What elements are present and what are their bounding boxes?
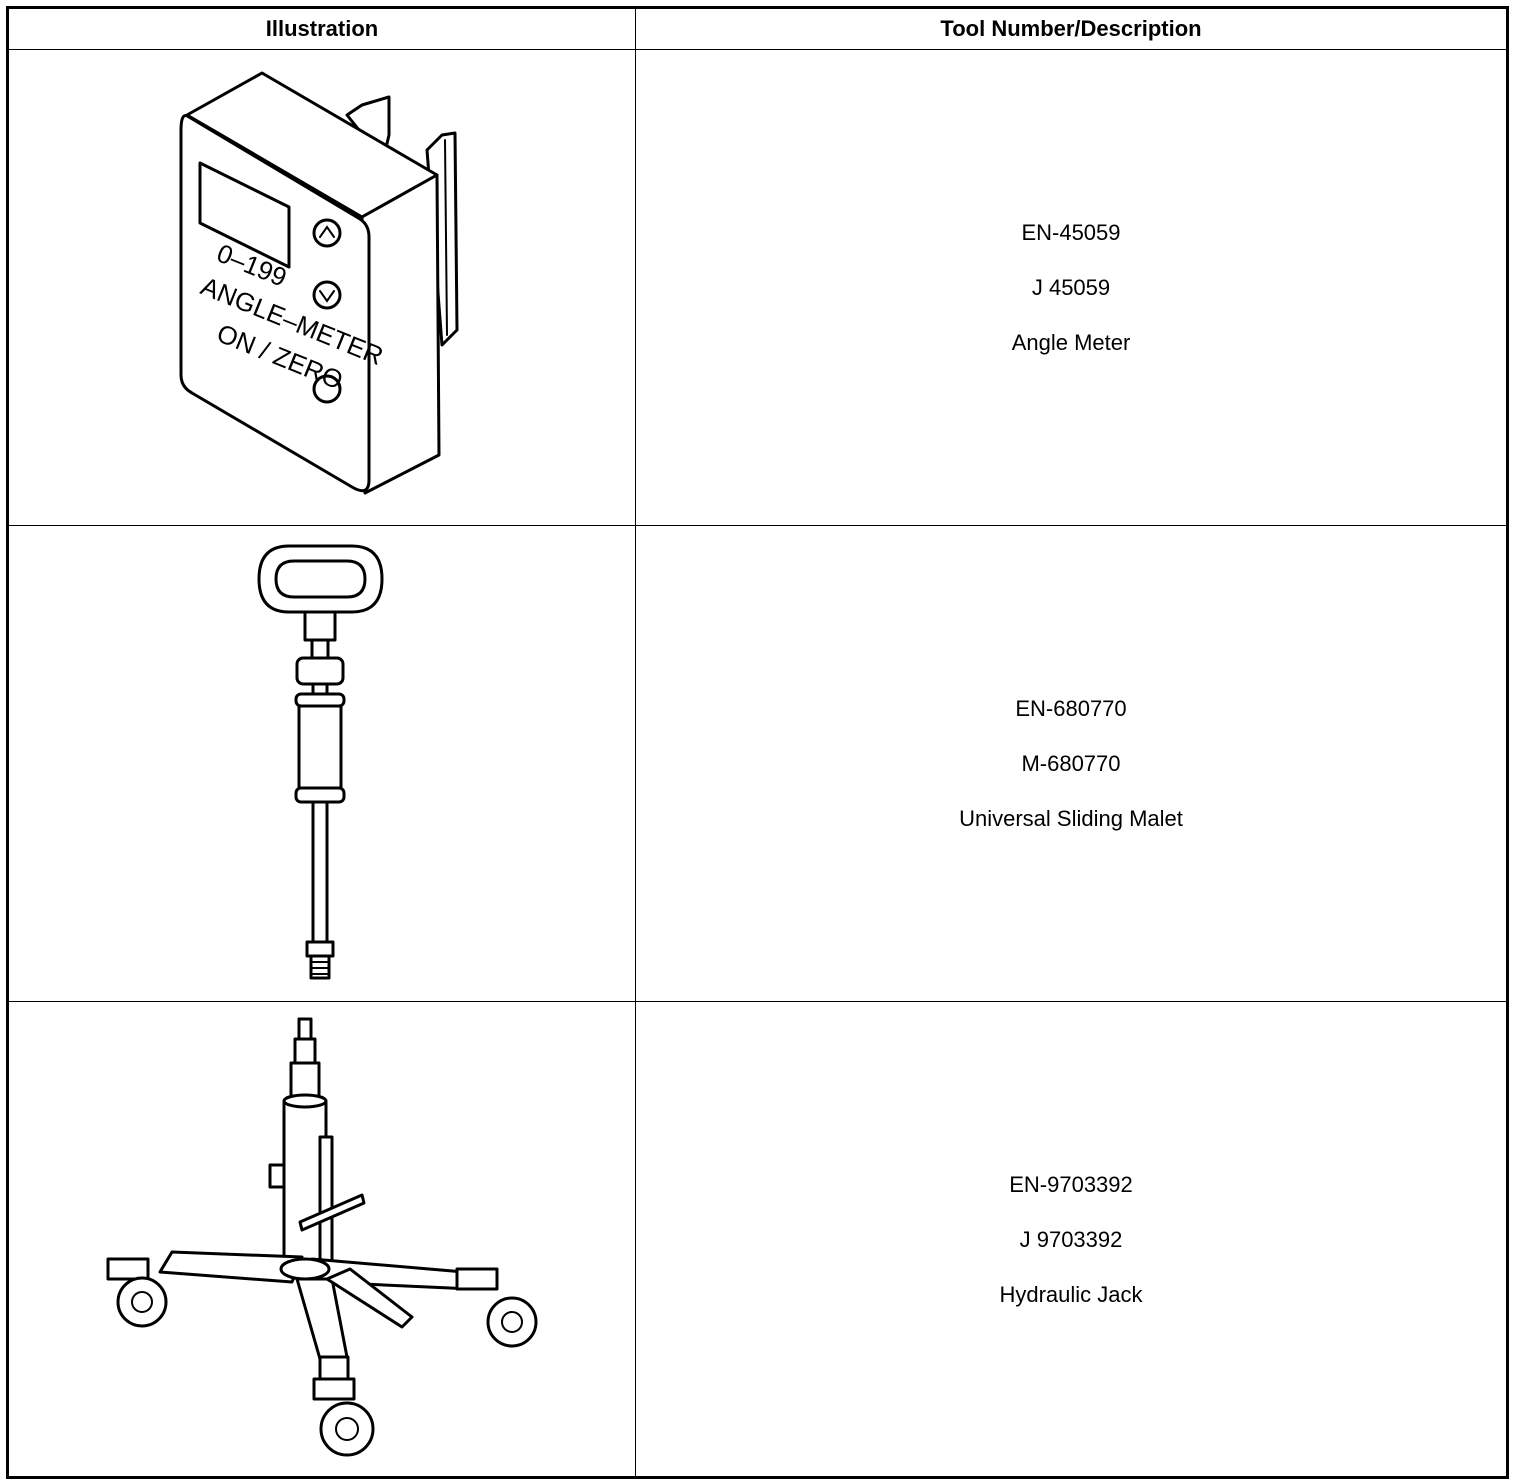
illustration-cell: [7, 1001, 636, 1478]
tool-number-en: EN-9703392: [1009, 1171, 1133, 1197]
tool-number-en: EN-680770: [1015, 696, 1127, 721]
table-row: EN-680770 M-680770 Universal Sliding Mal…: [7, 525, 1508, 1002]
header-illustration: Illustration: [7, 7, 636, 50]
description-cell: EN-45059 J 45059 Angle Meter: [635, 49, 1508, 526]
tool-description: Angle Meter: [1011, 330, 1131, 355]
illustration-cell: [7, 525, 636, 1002]
description-cell: EN-680770 M-680770 Universal Sliding Mal…: [635, 525, 1508, 1002]
tool-number-en: EN-45059: [1021, 220, 1121, 245]
sliding-mallet-illustration: [257, 544, 384, 980]
description-cell: EN-9703392 J 9703392 Hydraulic Jack: [635, 1001, 1508, 1478]
tool-description: Hydraulic Jack: [999, 1281, 1143, 1307]
header-row: Illustration Tool Number/Description: [7, 7, 1508, 50]
tool-description: Universal Sliding Malet: [959, 806, 1183, 831]
tool-number-alt: J 9703392: [1019, 1226, 1123, 1252]
table-row: 0–199 ANGLE–METER ON / ZERO EN-45059 J 4…: [7, 49, 1508, 526]
header-tool-number-description: Tool Number/Description: [635, 7, 1508, 50]
angle-meter-illustration: 0–199 ANGLE–METER ON / ZERO: [179, 71, 459, 495]
illustration-cell: 0–199 ANGLE–METER ON / ZERO: [7, 49, 636, 526]
tool-table: Illustration Tool Number/Description: [6, 6, 1509, 1479]
tool-number-alt: J 45059: [1031, 275, 1111, 300]
hydraulic-jack-illustration: [106, 1017, 538, 1456]
tool-number-alt: M-680770: [1021, 751, 1121, 776]
table-row: EN-9703392 J 9703392 Hydraulic Jack: [7, 1001, 1508, 1478]
